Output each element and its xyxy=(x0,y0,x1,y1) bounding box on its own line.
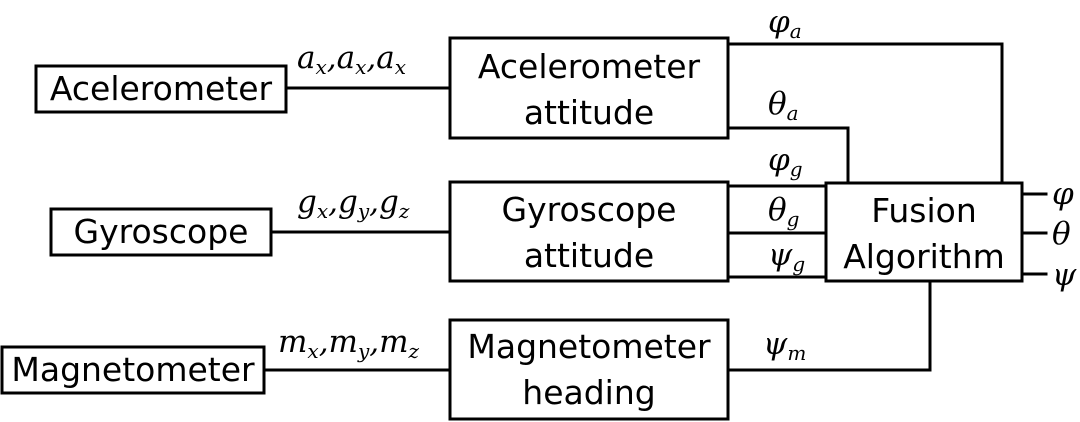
magnetometer-heading-label-line1: Magnetometer xyxy=(467,327,711,366)
gyroscope-block: Gyroscope xyxy=(49,207,273,257)
magnetometer-heading-label-line2: heading xyxy=(522,373,655,412)
accelerometer-attitude-label-line1: Acelerometer xyxy=(478,47,701,86)
output-theta-label: θ xyxy=(1052,216,1071,252)
psi-m-wire xyxy=(726,279,932,372)
magnetometer-block: Magnetometer xyxy=(0,345,266,395)
phi-a-label: φa xyxy=(768,4,802,43)
gyroscope-label: Gyroscope xyxy=(74,212,249,251)
accelerometer-attitude-label-line2: attitude xyxy=(524,93,654,132)
psi-g-label: ψg xyxy=(768,237,805,276)
gyroscope-attitude-label-line1: Gyroscope xyxy=(502,190,677,229)
theta-a-wire xyxy=(726,126,850,185)
output-psi-label: ψ xyxy=(1052,257,1077,293)
gyroscope-attitude-block: Gyroscope attitude xyxy=(448,180,730,283)
psi-m-label: ψm xyxy=(763,326,806,365)
phi-a-wire xyxy=(726,42,1004,185)
output-phi-label: φ xyxy=(1052,176,1074,212)
magnetometer-heading-block: Magnetometer heading xyxy=(448,318,730,421)
accelerometer-block: Acelerometer xyxy=(34,64,288,114)
fusion-algorithm-block: Fusion Algorithm xyxy=(824,181,1024,283)
fusion-algorithm-label-line1: Fusion xyxy=(871,191,977,230)
accelerometer-attitude-block: Acelerometer attitude xyxy=(448,36,730,140)
accelerometer-raw-signal-label: ax,ax,ax xyxy=(297,40,406,79)
phi-g-label: φg xyxy=(768,142,803,181)
gyroscope-raw-signal-label: gx,gy,gz xyxy=(297,184,410,223)
gyroscope-attitude-label-line2: attitude xyxy=(524,236,654,275)
theta-g-label: θg xyxy=(768,192,799,231)
theta-a-label: θa xyxy=(768,86,799,125)
magnetometer-raw-signal-label: mx,my,mz xyxy=(278,324,420,363)
fusion-algorithm-label-line2: Algorithm xyxy=(843,237,1005,276)
accelerometer-label: Acelerometer xyxy=(50,69,273,108)
magnetometer-label: Magnetometer xyxy=(11,350,255,389)
